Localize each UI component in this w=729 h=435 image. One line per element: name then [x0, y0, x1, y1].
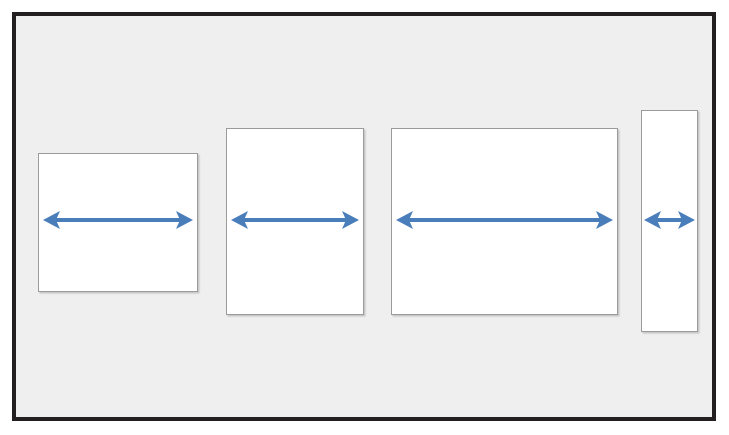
- rectangle-3[interactable]: [391, 128, 618, 315]
- slide-frame: [12, 12, 716, 421]
- shapes-stage: [16, 16, 720, 425]
- rectangle-2[interactable]: [226, 128, 364, 315]
- rectangle-4[interactable]: [641, 110, 698, 332]
- rectangle-1[interactable]: [38, 153, 198, 292]
